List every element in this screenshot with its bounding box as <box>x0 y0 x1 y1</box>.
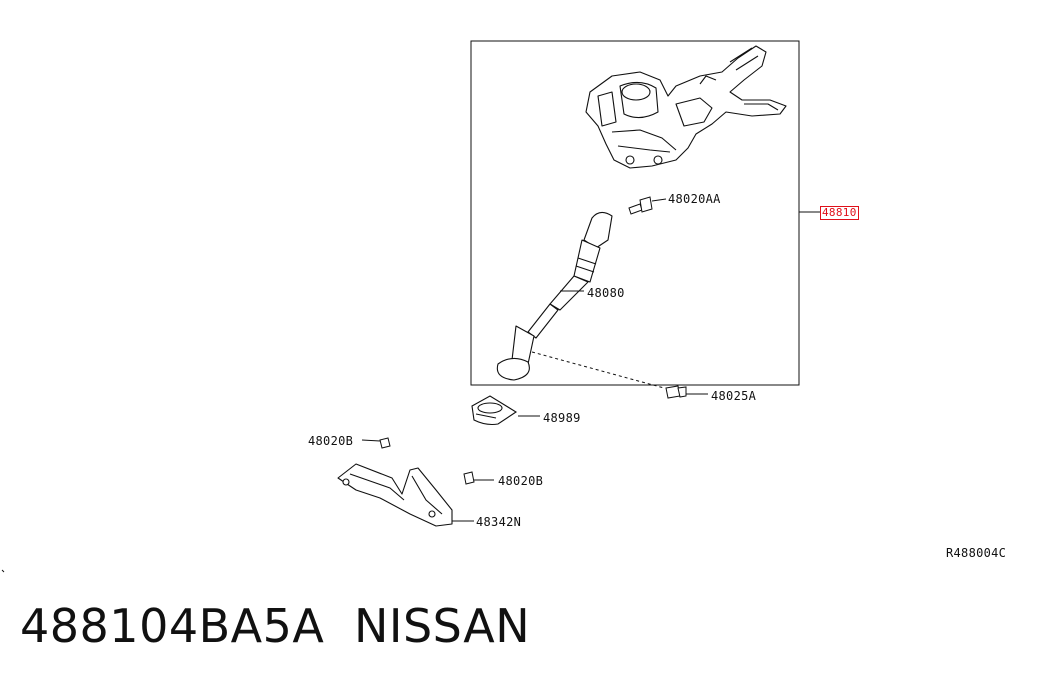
bolt-48020AA <box>628 196 653 215</box>
leader-48020AA <box>651 198 667 202</box>
callout-48810-highlighted: 48810 <box>820 206 859 220</box>
edge-mark <box>1 569 5 573</box>
assembly-frame <box>470 40 800 386</box>
callout-48989: 48989 <box>543 411 581 425</box>
callout-48020B-right: 48020B <box>498 474 544 488</box>
callout-48080: 48080 <box>587 286 625 300</box>
clip-48020B-left <box>379 437 391 449</box>
steering-column-assembly <box>585 45 787 169</box>
callout-48020AA: 48020AA <box>668 192 721 206</box>
callout-48020B-left: 48020B <box>308 434 354 448</box>
cover-48342N <box>337 463 453 527</box>
brand-name: NISSAN <box>354 599 531 653</box>
diagram-artwork <box>1 40 820 573</box>
callout-48025A: 48025A <box>711 389 757 403</box>
clip-48020B-right <box>463 471 475 485</box>
dashed-leader <box>531 351 665 389</box>
seal-48989 <box>471 395 518 426</box>
parts-diagram: 48020AA 48810 48080 48025A 48989 48020B … <box>1 40 1007 573</box>
part-number: 488104BA5A <box>20 599 325 653</box>
shaft-48080 <box>496 211 613 381</box>
drawing-code: R488004C <box>946 546 1007 560</box>
callout-48342N: 48342N <box>476 515 522 529</box>
leader-48020B-left <box>361 439 381 442</box>
bolt-48025A <box>665 385 687 399</box>
